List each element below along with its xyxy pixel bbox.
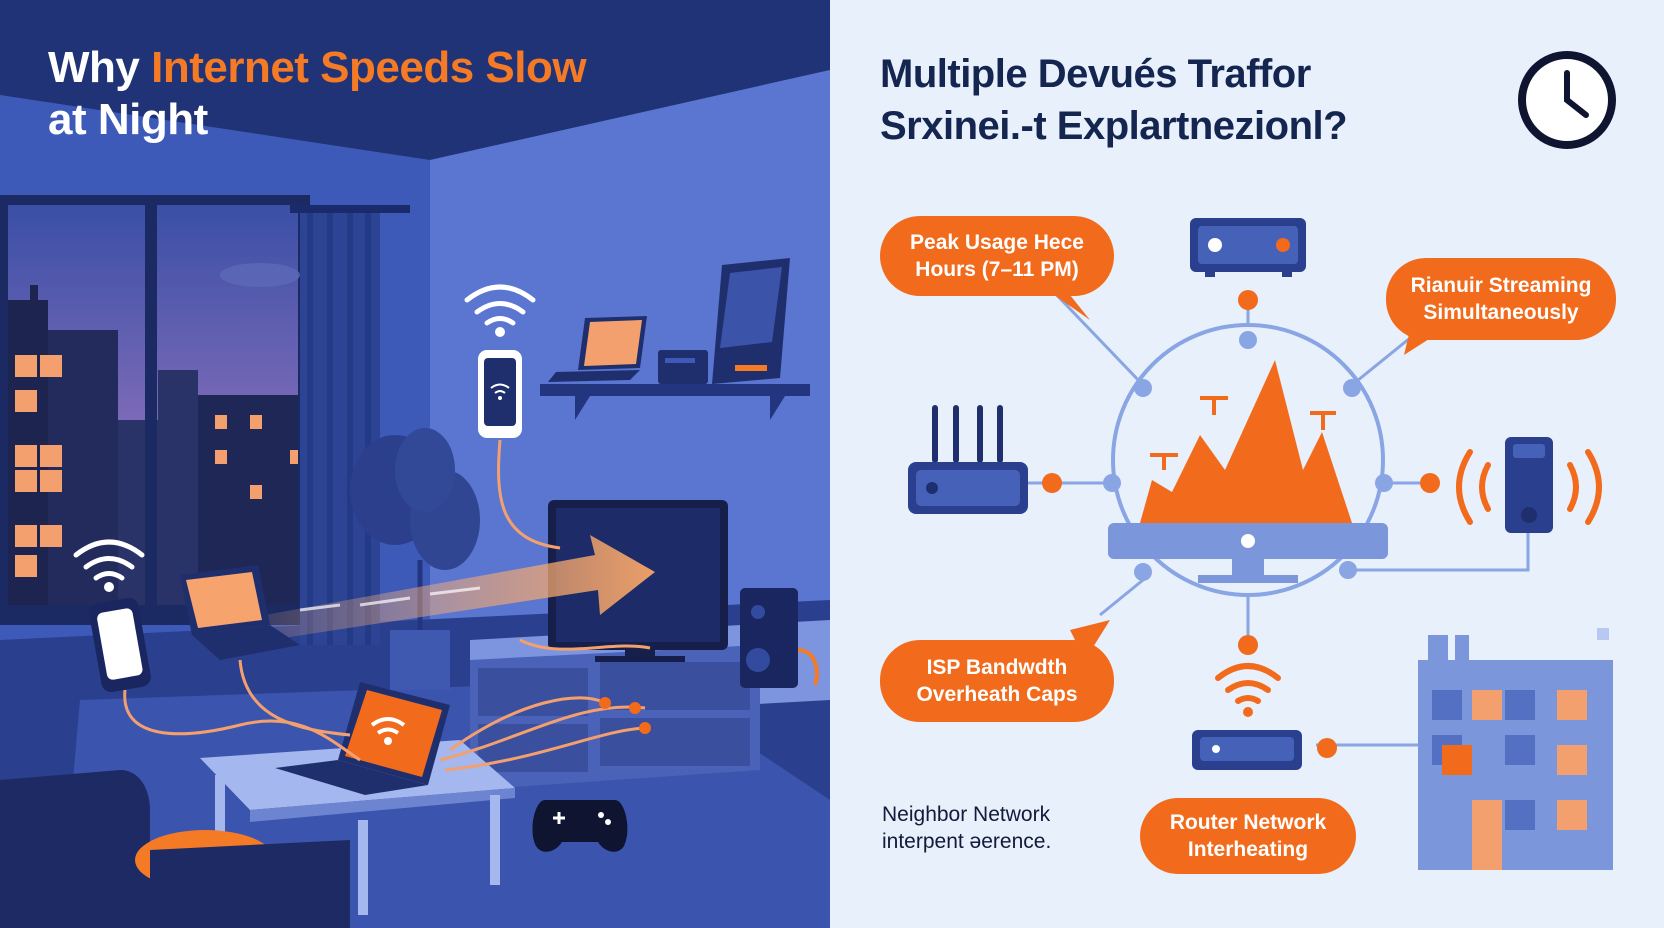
laptop-left [180, 565, 300, 660]
left-title-highlight: Internet Speeds Slow [151, 43, 587, 92]
right-title-line2: Srxinei.-t Explartnezionl? [880, 104, 1348, 148]
callout-peak-usage-line1: Peak Usage Hece [910, 231, 1084, 254]
speed-arrow [265, 535, 655, 640]
cable-ends [599, 697, 651, 734]
laptop-on-table [275, 682, 450, 795]
window [0, 195, 310, 625]
label-neighbor-line1: Neighbor Network [882, 803, 1051, 826]
callout-peak-usage-line2: Hours (7–11 PM) [915, 258, 1079, 281]
wifi-icon-dot [1243, 707, 1253, 717]
left-title-prefix: Why [48, 43, 152, 92]
floor-speaker [740, 588, 819, 688]
label-neighbor-line2: interpent əerence. [882, 830, 1052, 853]
clock-icon [1518, 51, 1616, 149]
callout-router: Router Network Interheating [1140, 798, 1356, 874]
callout-streaming-line1: Rianuir Streaming [1410, 274, 1592, 297]
curtain [290, 205, 410, 645]
couch [0, 770, 350, 928]
phone-floating [478, 350, 522, 438]
monitor-icon [1108, 523, 1388, 583]
home-router-icon [1192, 730, 1302, 770]
ring-nodes [1103, 331, 1393, 581]
wifi-icon-dot [495, 327, 505, 337]
callout-peak-usage: Peak Usage Hece Hours (7–11 PM) [880, 216, 1114, 296]
callout-isp-caps-line2: Overheath Caps [916, 683, 1078, 706]
right-title: Multiple Devués Traffor Srxinei.-t Expla… [880, 48, 1500, 152]
left-title-line2: at Night [48, 95, 208, 144]
left-title: Why Internet Speeds Slow at Night [48, 42, 587, 146]
callout-isp-caps-line1: ISP Bandwdth [926, 656, 1068, 679]
label-neighbor-network: Neighbor Network interpent əerence. [882, 801, 1051, 855]
wifi-icon-dot [104, 582, 114, 592]
router-icon [908, 405, 1028, 514]
traffic-peak-chart [1140, 360, 1352, 523]
callout-isp-caps: ISP Bandwdth Overheath Caps [880, 640, 1114, 722]
game-controller-icon [532, 800, 628, 852]
callout-streaming: Rianuir Streaming Simultaneously [1386, 258, 1616, 340]
wifi-icon [1215, 663, 1281, 704]
phone-on-table [89, 597, 151, 693]
wall-shelf [540, 258, 810, 420]
orange-nodes [1042, 290, 1440, 758]
callout-router-line1: Router Network [1169, 811, 1327, 834]
speaker-icon [1456, 437, 1602, 533]
left-room-illustration [0, 0, 830, 928]
plant [350, 428, 480, 690]
building-icon [1418, 628, 1613, 870]
modem-icon [1190, 218, 1306, 277]
right-title-line1: Multiple Devués Traffor [880, 52, 1311, 96]
callout-router-line2: Interheating [1187, 838, 1309, 861]
callout-streaming-line2: Simultaneously [1423, 301, 1579, 324]
device-cables [123, 439, 651, 772]
wifi-icon [464, 284, 536, 326]
wifi-icon [73, 539, 145, 581]
right-diagram [830, 0, 1664, 928]
